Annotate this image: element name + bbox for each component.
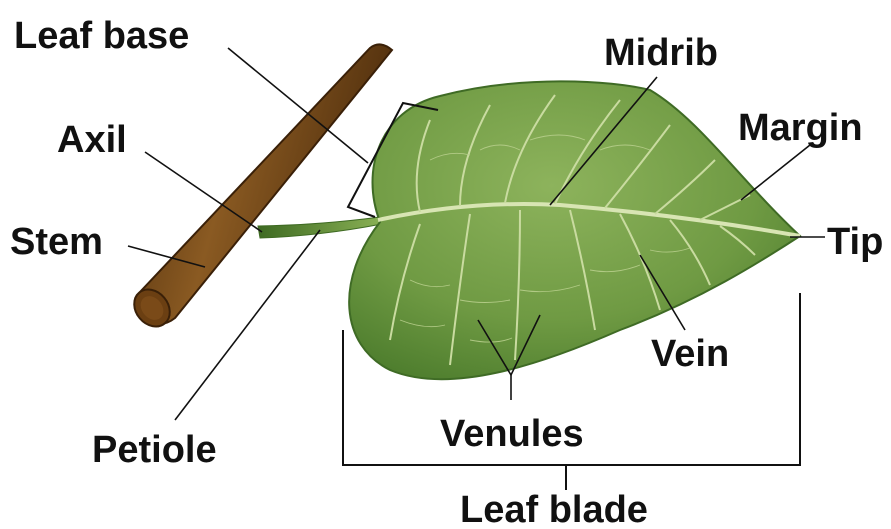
label-margin: Margin bbox=[738, 107, 863, 149]
label-stem: Stem bbox=[10, 221, 103, 263]
label-midrib: Midrib bbox=[604, 32, 718, 74]
label-petiole: Petiole bbox=[92, 429, 217, 471]
label-leaf-base: Leaf base bbox=[14, 15, 189, 57]
label-leaf-blade: Leaf blade bbox=[460, 489, 648, 529]
label-vein: Vein bbox=[651, 333, 729, 375]
label-axil: Axil bbox=[57, 119, 127, 161]
label-venules: Venules bbox=[440, 413, 584, 455]
petiole bbox=[258, 217, 382, 238]
label-tip: Tip bbox=[827, 221, 883, 263]
margin-leader bbox=[741, 145, 810, 200]
